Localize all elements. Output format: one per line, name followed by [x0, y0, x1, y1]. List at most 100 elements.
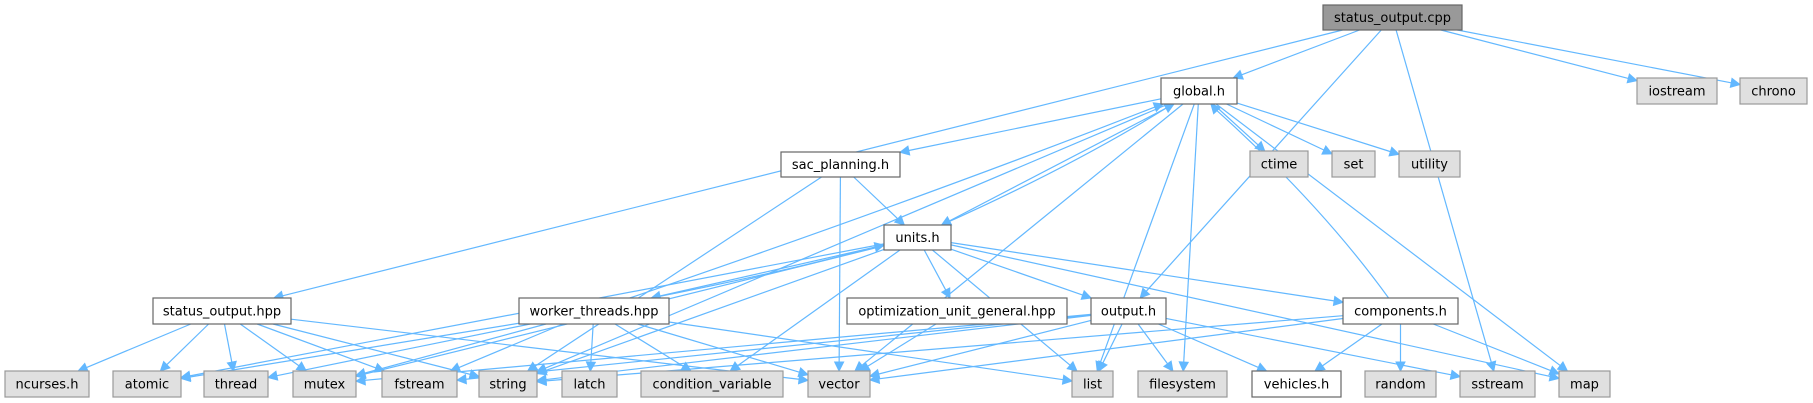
arrowhead-icon: [1626, 73, 1639, 84]
node-box: [1251, 370, 1342, 398]
node-utility: utility: [1398, 150, 1461, 178]
node-box: [1249, 150, 1309, 178]
arrowhead-icon: [526, 361, 539, 372]
node-output-h[interactable]: output.h: [1090, 297, 1167, 325]
node-box: [203, 370, 269, 398]
arrowhead-icon: [1255, 362, 1268, 373]
node-box: [478, 370, 538, 398]
arrowhead-icon: [354, 374, 366, 386]
arrowhead-icon: [940, 287, 951, 299]
edge-sac_planning_h-to-string: [526, 176, 822, 372]
edge-line: [1457, 29, 1732, 84]
node-random: random: [1364, 370, 1437, 398]
edge-output_h-to-list: [1098, 323, 1123, 373]
node-label: components.h: [1354, 305, 1447, 320]
edge-line: [1241, 29, 1360, 76]
edge-line: [1137, 323, 1169, 365]
node-worker-threads-hpp[interactable]: worker_threads.hpp: [518, 297, 670, 325]
edge-line: [949, 103, 1175, 222]
node-box: [1739, 77, 1808, 105]
edge-line: [1440, 29, 1629, 79]
edge-line: [272, 323, 471, 375]
arrowhead-icon: [1556, 361, 1569, 372]
node-set: set: [1331, 150, 1376, 178]
arrowhead-icon: [833, 361, 845, 373]
node-box: [292, 370, 357, 398]
edge-line: [838, 176, 842, 363]
node-box: [1090, 297, 1167, 325]
node-box: [4, 370, 90, 398]
edge-worker_threads_hpp-to-global_h: [629, 102, 1165, 299]
node-box: [1160, 77, 1238, 105]
node-box: [1331, 150, 1376, 178]
node-box: [846, 297, 1068, 325]
node-label: sstream: [1471, 378, 1523, 393]
node-map: map: [1558, 370, 1611, 398]
arrowhead-icon: [535, 375, 547, 387]
edge-line: [545, 103, 1169, 369]
arrowhead-icon: [266, 370, 279, 381]
node-label: sac_planning.h: [792, 158, 889, 173]
edge-components_h-to-global_h: [1210, 103, 1390, 299]
node-ncurses-h: ncurses.h: [4, 370, 90, 398]
node-sac-planning-h[interactable]: sac_planning.h: [780, 151, 901, 178]
edge-line: [908, 98, 1162, 152]
arrowhead-icon: [1321, 144, 1334, 155]
node-box: [807, 370, 871, 398]
edge-status_output_hpp-to-vector: [290, 318, 810, 385]
edge-line: [950, 242, 1335, 302]
node-chrono: chrono: [1739, 77, 1808, 105]
node-label: latch: [573, 378, 605, 393]
edge-line: [465, 314, 1092, 380]
edge-global_h-to-list: [1095, 103, 1195, 373]
node-optimization-unit-general-hpp[interactable]: optimization_unit_general.hpp: [846, 297, 1068, 325]
edge-line: [545, 248, 885, 372]
edge-components_h-to-string: [535, 315, 1344, 387]
edge-units_h-to-string: [535, 248, 885, 376]
edge-line: [629, 106, 1156, 299]
edge-status_output_hpp-to-ncurses_h: [77, 323, 192, 373]
edge-status_output_cpp-to-chrono: [1457, 29, 1742, 88]
edge-line: [737, 249, 901, 367]
node-components-h[interactable]: components.h: [1342, 297, 1459, 325]
edge-line: [86, 323, 192, 369]
node-label: vector: [818, 378, 860, 393]
edge-global_h-to-filesystem: [1178, 103, 1199, 373]
node-label: map: [1570, 378, 1599, 393]
node-box: [1459, 370, 1536, 398]
edge-worker_threads_hpp-to-units_h: [651, 242, 886, 299]
node-global-h[interactable]: global.h: [1160, 77, 1238, 105]
edge-line: [1395, 29, 1492, 363]
node-iostream: iostream: [1636, 77, 1718, 105]
edge-line: [189, 322, 520, 378]
edge-status_output_cpp-to-global_h: [1232, 29, 1360, 80]
edge-line: [545, 315, 1344, 382]
node-label: status_output.cpp: [1334, 11, 1451, 26]
edge-line: [950, 248, 1083, 296]
node-box: [640, 370, 784, 398]
edge-line: [923, 249, 947, 291]
edge-line: [545, 314, 1092, 381]
node-vehicles-h[interactable]: vehicles.h: [1251, 370, 1342, 398]
node-status-output-hpp[interactable]: status_output.hpp: [152, 297, 292, 325]
edge-global_h-to-utility: [1236, 102, 1401, 157]
edge-line: [290, 318, 800, 380]
node-units-h[interactable]: units.h: [883, 224, 952, 251]
node-box: [1364, 370, 1437, 398]
node-label: optimization_unit_general.hpp: [858, 305, 1055, 320]
edge-line: [590, 323, 594, 363]
edge-line: [1236, 102, 1391, 153]
node-latch: latch: [561, 370, 618, 398]
arrowhead-icon: [1729, 77, 1742, 88]
edge-line: [878, 319, 1092, 375]
edge-worker_threads_hpp-to-list: [668, 321, 1074, 385]
node-label: condition_variable: [652, 378, 771, 393]
edge-line: [1212, 103, 1259, 146]
node-box: [1398, 150, 1461, 178]
arrowhead-icon: [1163, 103, 1176, 114]
edge-line: [239, 323, 300, 367]
node-status-output-cpp[interactable]: status_output.cpp: [1322, 4, 1463, 31]
arrowhead-icon: [1098, 360, 1108, 373]
node-label: thread: [215, 378, 258, 393]
